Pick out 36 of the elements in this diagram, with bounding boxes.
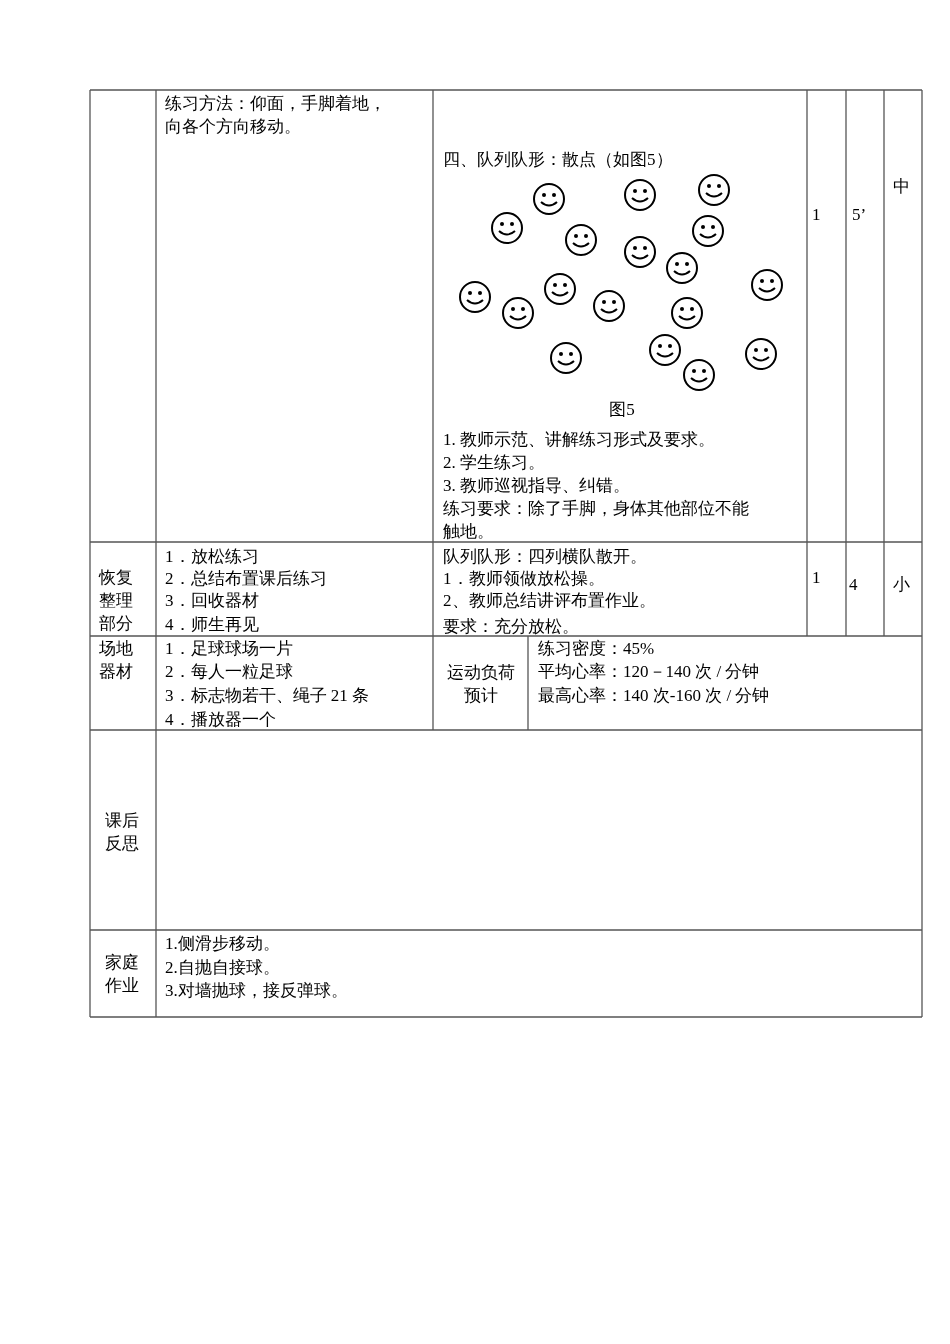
figure-caption: 图5: [608, 399, 636, 421]
cell-text: 练习要求：除了手脚，身体其他部位不能触地。: [443, 498, 750, 543]
row-header: 恢复整理部分: [99, 567, 134, 635]
cell-text: 要求：充分放松。: [443, 616, 580, 638]
row-header: 场地器材: [99, 638, 134, 683]
list-item: 2、教师总结讲评布置作业。: [443, 590, 657, 612]
list-item: 2. 学生练习。: [443, 452, 546, 474]
list-item: 1.侧滑步移动。: [165, 933, 281, 955]
list-item: 4．师生再见: [165, 614, 260, 636]
cell-text: 中: [893, 176, 911, 198]
cell-text: 队列队形：四列横队散开。: [443, 546, 648, 568]
list-item: 3．回收器材: [165, 590, 260, 612]
list-item: 3. 教师巡视指导、纠错。: [443, 475, 631, 497]
cell-text: 四、队列队形：散点（如图5）: [443, 149, 674, 171]
cell-text: 平均心率：120－140 次 / 分钟: [538, 661, 761, 683]
row-header: 家庭作业: [105, 952, 140, 997]
cell-text: 小: [893, 574, 911, 596]
list-item: 2．每人一粒足球: [165, 661, 294, 683]
cell-text: 1: [812, 567, 822, 589]
cell-text: 5’: [852, 204, 868, 226]
list-item: 3．标志物若干、绳子 21 条: [165, 685, 370, 707]
cell-text: 4: [849, 574, 859, 596]
row-header: 课后反思: [105, 810, 140, 855]
list-item: 3.对墙抛球，接反弹球。: [165, 980, 349, 1002]
cell-text: 最高心率：140 次-160 次 / 分钟: [538, 685, 771, 707]
list-item: 1．放松练习: [165, 546, 260, 568]
list-item: 2．总结布置课后练习: [165, 568, 328, 590]
cell-text: 练习方法：仰面，手脚着地，向各个方向移动。: [165, 93, 387, 138]
list-item: 1. 教师示范、讲解练习形式及要求。: [443, 429, 716, 451]
list-item: 4．播放器一个: [165, 709, 277, 731]
cell-text: 运动负荷预计: [446, 662, 516, 707]
cell-text: 练习密度：45%: [538, 638, 656, 660]
list-item: 1．足球球场一片: [165, 638, 294, 660]
cell-text: 1: [812, 204, 822, 226]
list-item: 2.自抛自接球。: [165, 957, 281, 979]
list-item: 1．教师领做放松操。: [443, 568, 606, 590]
